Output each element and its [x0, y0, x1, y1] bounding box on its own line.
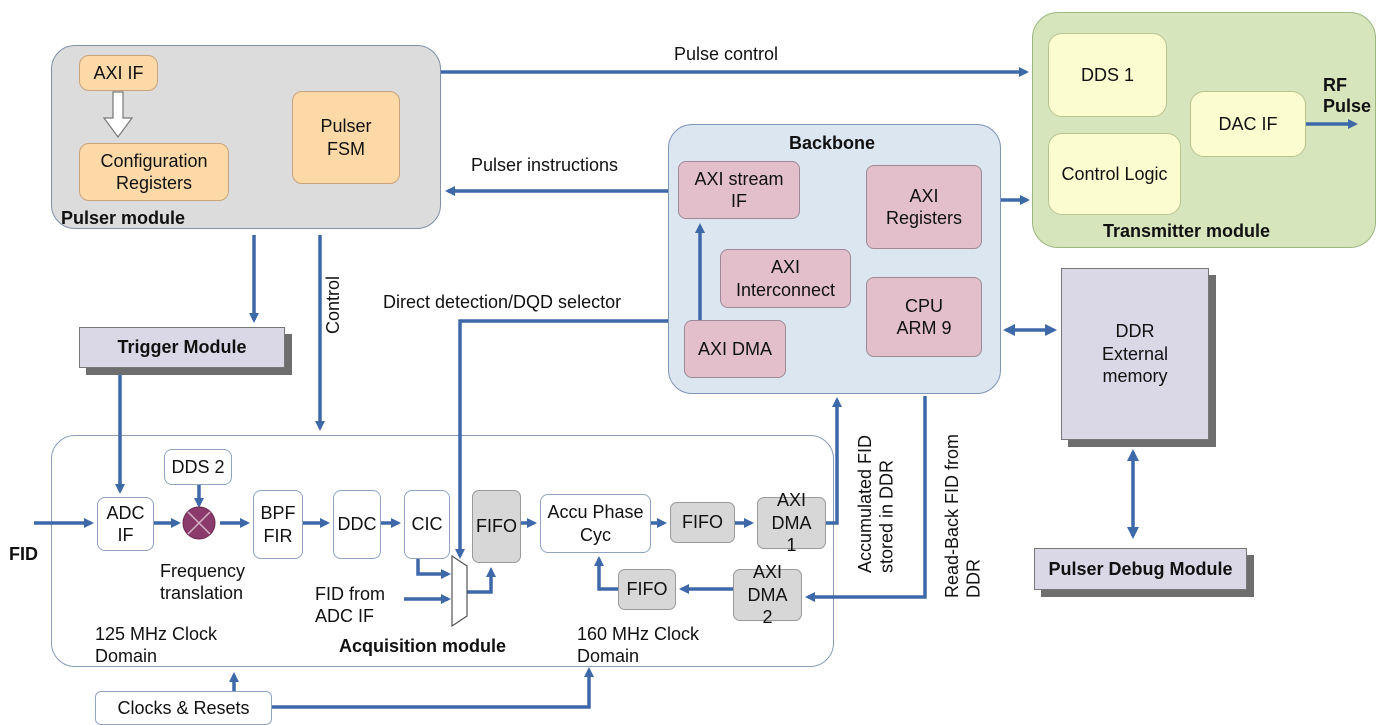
pulse-control-label: Pulse control — [674, 44, 779, 64]
clocks-resets-block: Clocks & Resets — [95, 691, 272, 725]
fid-input-label: FID — [9, 544, 38, 564]
pulser-fsm-block: Pulser FSM — [292, 91, 400, 184]
ddc-block: DDC — [333, 490, 381, 559]
axi-registers-block: AXI Registers — [866, 165, 982, 249]
trigger-module-block: Trigger Module — [79, 327, 285, 368]
axi-stream-if-block: AXI stream IF — [678, 161, 800, 219]
fid-from-adc-label: FID from ADC IF — [315, 584, 385, 626]
adc-if-block: ADC IF — [97, 497, 154, 551]
acquisition-module-title: Acquisition module — [339, 636, 507, 656]
dds1-block: DDS 1 — [1048, 33, 1167, 117]
dqd-selector-label: Direct detection/DQD selector — [383, 292, 622, 312]
accumulated-fid-label: Accumulated FID stored in DDR — [855, 434, 897, 573]
fifo-b-block: FIFO — [618, 569, 676, 610]
fifo-main-block: FIFO — [472, 490, 521, 563]
control-label: Control — [323, 276, 343, 335]
axi-dma2-block: AXI DMA 2 — [733, 562, 802, 627]
transmitter-module-title: Transmitter module — [1103, 221, 1271, 241]
clock-125-label: 125 MHz Clock Domain — [95, 624, 218, 666]
axi-dma1-block: AXI DMA 1 — [757, 490, 826, 555]
bpf-fir-block: BPF FIR — [253, 490, 303, 559]
axi-interconnect-block: AXI Interconnect — [720, 249, 851, 308]
readback-fid-label: Read-Back FID from DDR — [942, 433, 984, 598]
accu-phase-cyc-block: Accu Phase Cyc — [540, 494, 651, 553]
backbone-title: Backbone — [789, 133, 876, 153]
pulser-module-title: Pulser module — [61, 208, 186, 228]
cic-block: CIC — [404, 490, 450, 559]
dds2-block: DDS 2 — [164, 449, 232, 485]
dac-if-block: DAC IF — [1190, 91, 1306, 157]
cpu-arm9-block: CPU ARM 9 — [866, 277, 982, 357]
axi-if-block: AXI IF — [79, 55, 158, 91]
pulser-instructions-label: Pulser instructions — [471, 155, 619, 175]
frequency-translation-label: Frequency translation — [160, 561, 246, 603]
pulser-debug-module-block: Pulser Debug Module — [1034, 548, 1247, 590]
clock-160-label: 160 MHz Clock Domain — [577, 624, 700, 666]
ddr-external-memory-block: DDR External memory — [1061, 268, 1209, 440]
clock-160-arrow — [272, 667, 594, 709]
axi-dma-block: AXI DMA — [684, 320, 786, 378]
control-logic-block: Control Logic — [1048, 133, 1181, 215]
rf-pulse-label: RF Pulse — [1323, 75, 1372, 116]
configuration-registers-block: Configuration Registers — [79, 143, 229, 201]
fifo-a-block: FIFO — [670, 502, 735, 543]
